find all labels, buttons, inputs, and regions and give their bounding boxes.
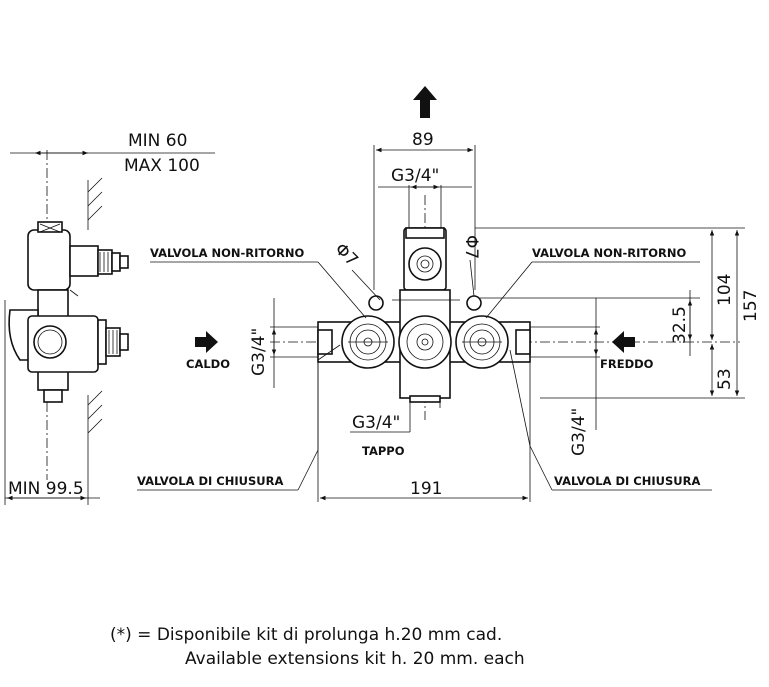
side-min-bottom-label: MIN 99.5 (8, 479, 84, 499)
shutoff-left-label: VALVOLA DI CHIUSURA (137, 474, 283, 488)
thread-bottom: G3/4" (352, 413, 400, 433)
cold-label: FREDDO (600, 357, 654, 371)
phi-left: Φ7 (330, 239, 361, 270)
side-port-circle (33, 325, 67, 359)
shutoff-right-label: VALVOLA DI CHIUSURA (554, 474, 700, 488)
thread-left: G3/4" (249, 328, 269, 376)
dim-104: 104 (715, 274, 735, 306)
valve-left-label: VALVOLA NON-RITORNO (150, 246, 305, 260)
outlet-arrow-icon (413, 86, 437, 118)
dim-89: 89 (412, 130, 434, 150)
side-upper-body (27, 229, 71, 291)
footnote-line-2: Available extensions kit h. 20 mm. each (185, 649, 525, 669)
thread-right: G3/4" (569, 408, 589, 456)
valve-right-label: VALVOLA NON-RITORNO (532, 246, 687, 260)
cap-label: TAPPO (362, 444, 405, 458)
side-min-label: MIN 60 (128, 131, 187, 151)
cold-inlet-arrow-icon (612, 331, 635, 353)
hot-inlet-arrow-icon (195, 331, 218, 353)
front-view: 89 G3/4" (137, 86, 761, 502)
thread-top: G3/4" (391, 166, 439, 186)
dim-157: 157 (741, 290, 761, 322)
dim-191: 191 (410, 479, 442, 499)
side-view: MIN 60 MAX 100 MIN 99.5 (4, 131, 215, 505)
phi-right: Φ7 (461, 235, 481, 259)
dim-53: 53 (715, 368, 735, 390)
dim-32-5: 32.5 (670, 306, 690, 344)
top-outlet-port (408, 247, 442, 281)
footnote-line-1: (*) = Disponibile kit di prolunga h.20 m… (110, 625, 502, 645)
side-max-label: MAX 100 (124, 156, 200, 176)
hot-label: CALDO (186, 357, 230, 371)
wall-hatch (87, 177, 103, 434)
